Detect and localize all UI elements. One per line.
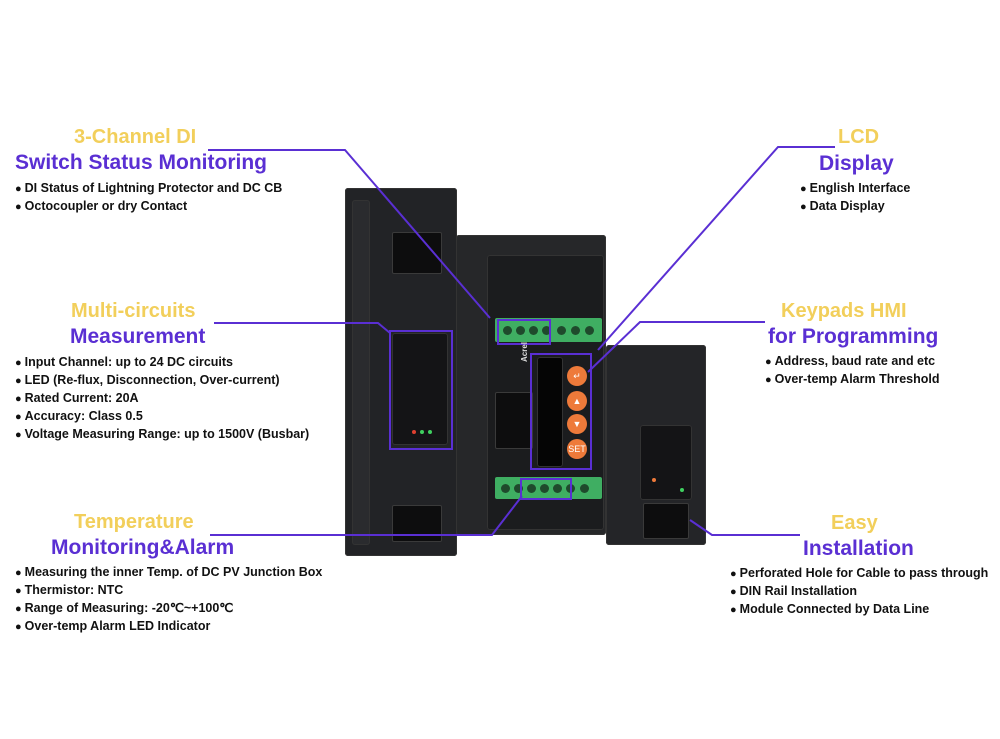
bullet-item: Accuracy: Class 0.5 [15, 408, 309, 426]
bullet-item: Address, baud rate and etc [765, 353, 940, 371]
installation-title: Easy [831, 512, 878, 534]
right-module-connector [643, 503, 689, 539]
bullet-item: Voltage Measuring Range: up to 1500V (Bu… [15, 426, 310, 444]
temperature-title: Temperature [74, 511, 194, 533]
led-indicator [680, 488, 684, 492]
di-title: 3-Channel DI [74, 126, 197, 148]
bullet-item: DI Status of Lightning Protector and DC … [15, 180, 283, 198]
up-key[interactable]: ▲ [567, 391, 587, 411]
keypads-title: Keypads HMI [781, 300, 907, 322]
bullet-item: Over-temp Alarm Threshold [765, 371, 940, 389]
bullet-item: Range of Measuring: -20℃~+100℃ [15, 600, 322, 618]
down-key[interactable]: ▼ [567, 414, 587, 434]
right-module-panel [640, 425, 692, 500]
left-module-rail [352, 200, 370, 545]
bullet-item: Perforated Hole for Cable to pass throug… [730, 565, 989, 583]
measurement-callout-line [214, 322, 391, 334]
temperature-subtitle: Monitoring&Alarm [51, 536, 235, 559]
bullet-item: DIN Rail Installation [730, 583, 988, 601]
set-key[interactable]: SET [567, 439, 587, 459]
lcd-callout-line [597, 146, 835, 351]
bullet-item: Module Connected by Data Line [730, 601, 988, 619]
di-callout-line [208, 149, 491, 319]
measurement-subtitle: Measurement [70, 325, 206, 348]
enter-key[interactable]: ↵ [567, 366, 587, 386]
bullet-item: Measuring the inner Temp. of DC PV Junct… [15, 564, 323, 582]
keypads-callout-line [587, 321, 765, 373]
installation-callout-line [689, 519, 800, 536]
led-indicator [412, 430, 416, 434]
left-module-panel [392, 333, 448, 445]
lcd-subtitle: Display [819, 152, 894, 175]
bullet-item: LED (Re-flux, Disconnection, Over-curren… [15, 372, 309, 390]
bullet-item: Over-temp Alarm LED Indicator [15, 618, 322, 636]
lcd-bullets: English Interface Data Display [800, 180, 911, 216]
temp-terminal-highlight [520, 478, 572, 500]
bullet-item: Rated Current: 20A [15, 390, 309, 408]
bullet-item: Octocoupler or dry Contact [15, 198, 282, 216]
measurement-title: Multi-circuits [71, 300, 196, 322]
di-bullets: DI Status of Lightning Protector and DC … [15, 180, 283, 216]
center-data-connector [495, 392, 533, 449]
installation-bullets: Perforated Hole for Cable to pass throug… [730, 565, 989, 619]
measurement-bullets: Input Channel: up to 24 DC circuits LED … [15, 354, 310, 444]
led-indicator [420, 430, 424, 434]
bullet-item: Input Channel: up to 24 DC circuits [15, 354, 309, 372]
led-indicator [428, 430, 432, 434]
bullet-item: Data Display [800, 198, 910, 216]
temperature-callout-line [210, 495, 523, 536]
bullet-item: Thermistor: NTC [15, 582, 322, 600]
installation-subtitle: Installation [803, 537, 914, 560]
temperature-bullets: Measuring the inner Temp. of DC PV Junct… [15, 564, 323, 636]
keypads-subtitle: for Programming [768, 325, 939, 348]
lcd-keypad-highlight [530, 353, 592, 470]
led-indicator [652, 478, 656, 482]
di-subtitle: Switch Status Monitoring [15, 151, 267, 174]
measurement-highlight [389, 330, 453, 450]
di-terminal-highlight [497, 319, 551, 345]
lcd-screen [537, 357, 563, 467]
top-terminal-block [495, 318, 602, 342]
lcd-title: LCD [838, 126, 880, 148]
bullet-item: English Interface [800, 180, 911, 198]
keypads-bullets: Address, baud rate and etc Over-temp Ala… [765, 353, 940, 389]
